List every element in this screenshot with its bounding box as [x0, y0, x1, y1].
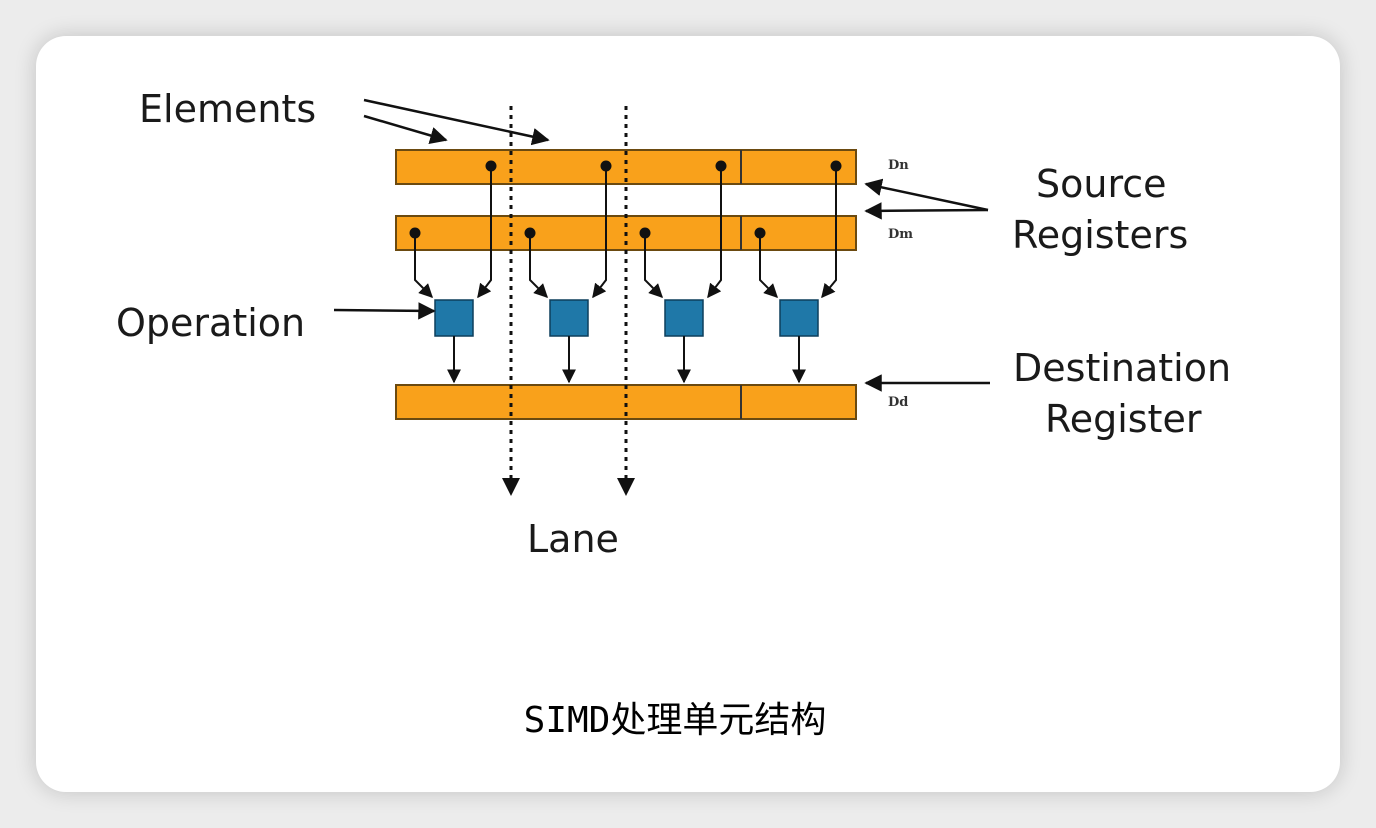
destination-register-label-line2: Register: [1045, 397, 1202, 441]
element-dots: [409, 160, 842, 239]
operation-units: [434, 299, 819, 337]
lane-arrowheads: [502, 478, 635, 496]
register-dn-label: Dn: [888, 158, 909, 173]
source-registers-label-line2: Registers: [1012, 213, 1188, 257]
register-dm-label: Dm: [888, 227, 913, 242]
figure-caption: SIMD处理单元结构: [524, 700, 827, 741]
register-dd-label: Dd: [888, 395, 908, 410]
elements-label: Elements: [139, 87, 316, 131]
result-arrows: [447, 336, 806, 384]
lane-label: Lane: [527, 517, 619, 561]
dn-source-paths: [477, 166, 837, 299]
destination-register-label-line1: Destination: [1013, 346, 1231, 390]
source-registers-label-line1: Source: [1036, 162, 1167, 206]
dm-source-paths: [414, 233, 778, 298]
label-arrows: [333, 98, 990, 392]
operation-label: Operation: [116, 301, 305, 345]
